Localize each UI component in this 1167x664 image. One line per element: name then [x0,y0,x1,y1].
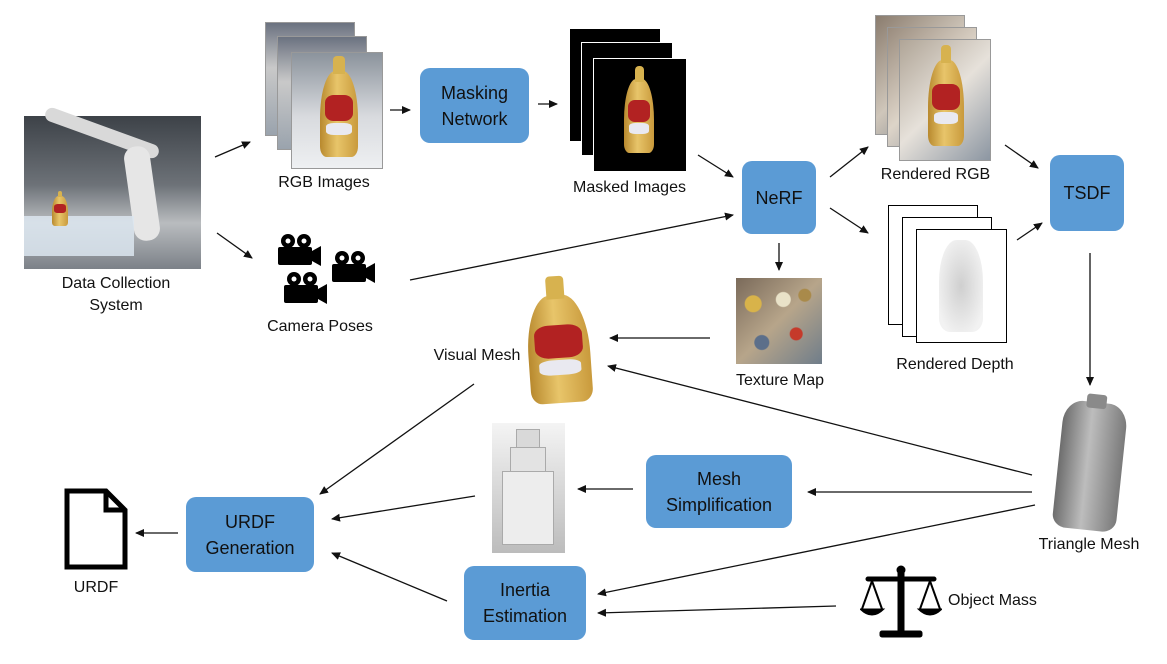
arrow-inertia-to-urdf [331,552,448,602]
rgb-images-stack [265,22,383,170]
rendered-rgb-stack [875,15,993,161]
depth-silhouette [939,240,983,332]
arrow-rendered-depth-to-tsdf [1016,222,1043,241]
balance-scale-icon [858,565,944,638]
rendered-rgb-label: Rendered RGB [880,166,991,183]
arrow-nerf-to-rendered-depth [829,207,869,234]
arrow-collision-to-urdf [331,495,476,522]
urdf-document-wrap [64,488,128,570]
masked-card-front [593,58,687,172]
visual-mesh-label: Visual Mesh [433,347,521,364]
camera-poses-label: Camera Poses [267,318,373,335]
object-mass-icon-wrap [858,563,944,643]
camera-poses-icons [272,232,384,310]
table-bin [24,216,134,256]
rendered-rgb-card-front [899,39,991,161]
arrow-poses-to-nerf [409,212,734,281]
rgb-card-front [291,52,383,169]
masking-network-box: Masking Network [420,68,529,143]
object-mass-label: Object Mass [948,592,1037,609]
data-collection-photo [24,105,201,269]
urdf-generation-box: URDF Generation [186,497,314,572]
masked-images-stack [569,28,687,172]
rgb-images-label: RGB Images [278,174,370,191]
arrow-mass-to-inertia [597,605,837,617]
mustard-bottle-small [52,190,68,226]
texture-map-label: Texture Map [735,372,825,389]
triangle-mesh-cap [1086,393,1108,410]
urdf-label: URDF [73,579,119,596]
triangle-mesh-label: Triangle Mesh [1038,536,1140,553]
arrow-masked-to-nerf [697,154,734,178]
movie-camera-icon [278,234,375,304]
triangle-mesh-shape [1051,393,1129,533]
depth-card-front [916,229,1007,343]
arrow-system-to-rgb [214,141,251,158]
arrow-rendered-rgb-to-tsdf [1004,144,1039,169]
mustard-bottle-rendered [928,44,964,146]
rendered-depth-stack [888,205,1007,343]
collision-block-body [502,471,554,545]
mesh-simplification-box: Mesh Simplification [646,455,792,528]
texture-map-image [736,278,822,364]
mustard-bottle-masked [624,65,654,153]
arrow-visual-mesh-to-urdf [319,383,475,495]
document-icon [64,488,128,570]
collision-mesh-image [492,423,565,553]
inertia-estimation-box: Inertia Estimation [464,566,586,640]
arrow-system-to-poses [216,232,253,259]
tsdf-box: TSDF [1050,155,1124,231]
masked-images-label: Masked Images [573,179,686,196]
arrow-triangle-to-inertia [597,504,1036,597]
mustard-bottle-rgb [320,55,358,157]
collision-block-neck [510,447,546,473]
rendered-depth-label: Rendered Depth [896,356,1014,373]
arrow-nerf-to-rendered-rgb [829,146,869,178]
arrow-triangle-to-visual-mesh [607,364,1033,476]
nerf-box: NeRF [742,161,816,234]
collision-block-top [516,429,540,449]
data-collection-label: Data Collection System [61,275,171,314]
